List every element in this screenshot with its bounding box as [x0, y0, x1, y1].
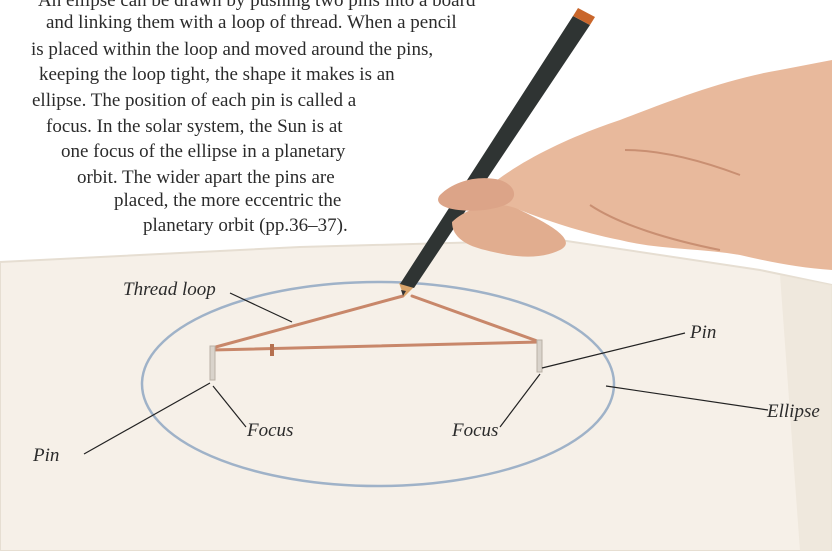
label-focus-right: Focus	[452, 420, 498, 442]
label-ellipse: Ellipse	[767, 401, 820, 423]
caption-line-8: orbit. The wider apart the pins are	[77, 167, 335, 189]
caption-line-5: ellipse. The position of each pin is cal…	[32, 90, 356, 112]
caption-line-9: placed, the more eccentric the	[114, 190, 341, 212]
caption-line-6: focus. In the solar system, the Sun is a…	[46, 116, 343, 138]
caption: An ellipse can be drawn by pushing two p…	[0, 0, 832, 240]
caption-line-10: planetary orbit (pp.36–37).	[143, 215, 348, 237]
label-focus-left: Focus	[247, 420, 293, 442]
label-thread-loop: Thread loop	[123, 279, 216, 301]
caption-line-7: one focus of the ellipse in a planetary	[61, 141, 345, 163]
caption-line-2: and linking them with a loop of thread. …	[46, 12, 457, 34]
caption-line-1: An ellipse can be drawn by pushing two p…	[38, 0, 475, 12]
caption-line-4: keeping the loop tight, the shape it mak…	[39, 64, 395, 86]
pin-right	[537, 340, 542, 372]
label-pin-left: Pin	[33, 445, 59, 467]
thread-knot	[270, 344, 274, 356]
pin-left	[210, 346, 215, 380]
caption-line-3: is placed within the loop and moved arou…	[31, 39, 433, 61]
label-pin-right: Pin	[690, 322, 716, 344]
